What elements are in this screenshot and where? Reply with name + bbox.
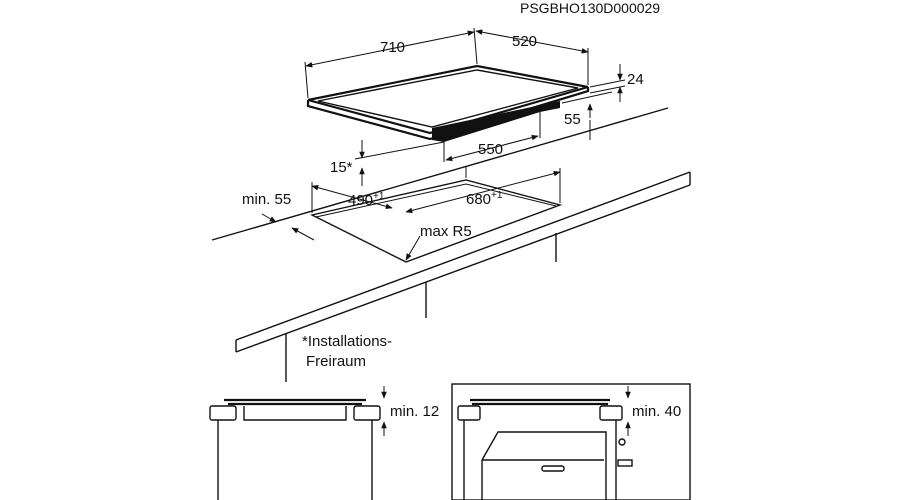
hob-width-label: 710 <box>380 39 405 56</box>
worktop-drawing <box>211 107 691 382</box>
box-height-label: 55 <box>564 111 581 128</box>
radius-label: max R5 <box>420 223 472 240</box>
cutout-width-tolerance: +1 <box>491 190 503 201</box>
cutout-dimensions <box>261 166 561 261</box>
hob-drawing <box>306 64 590 162</box>
hob-depth-label: 520 <box>512 33 537 50</box>
cutout-width-label: 680+1 <box>466 190 503 208</box>
drawing-code: PSGBHO130D000029 <box>520 0 660 16</box>
hob-height-label: 24 <box>627 71 644 88</box>
note-line-1: *Installations- <box>302 333 392 350</box>
note-line-2: Freiraum <box>306 353 366 370</box>
box-width-label: 550 <box>478 141 503 158</box>
hob-dimensions <box>304 27 626 186</box>
cutout-depth-tolerance: +1 <box>373 191 385 202</box>
cutout-depth-label: 490+1 <box>348 191 385 209</box>
cutout-depth-value: 490 <box>348 192 373 209</box>
detail-right <box>451 383 691 500</box>
hob-under-box <box>432 101 560 142</box>
detail-left <box>209 386 387 500</box>
cutout-width-value: 680 <box>466 191 491 208</box>
min-wall-label: min. 55 <box>242 191 291 208</box>
detail-right-label: min. 40 <box>632 403 681 420</box>
clearance-label: 15* <box>330 159 353 176</box>
detail-left-label: min. 12 <box>390 403 439 420</box>
